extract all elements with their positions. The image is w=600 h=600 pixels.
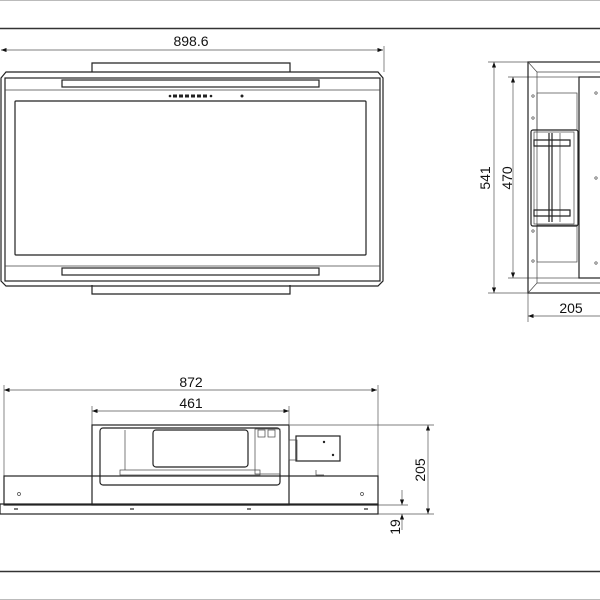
side-view: 541 470 205 [477,61,600,322]
side-inner-height-dimension: 470 [499,166,515,190]
front-height-dimension: 205 [412,458,428,482]
side-outer-height-dimension: 541 [477,166,493,190]
top-view: 898.6 [0,33,385,295]
front-view: 872 461 205 19 [0,374,434,535]
side-depth-dimension: 205 [559,300,583,316]
front-panel-thickness-dimension: 19 [387,519,403,535]
front-body-width-dimension: 461 [179,395,203,411]
control-buttons [168,94,244,98]
front-outer-width-dimension: 872 [179,374,203,390]
top-width-dimension: 898.6 [173,33,208,49]
